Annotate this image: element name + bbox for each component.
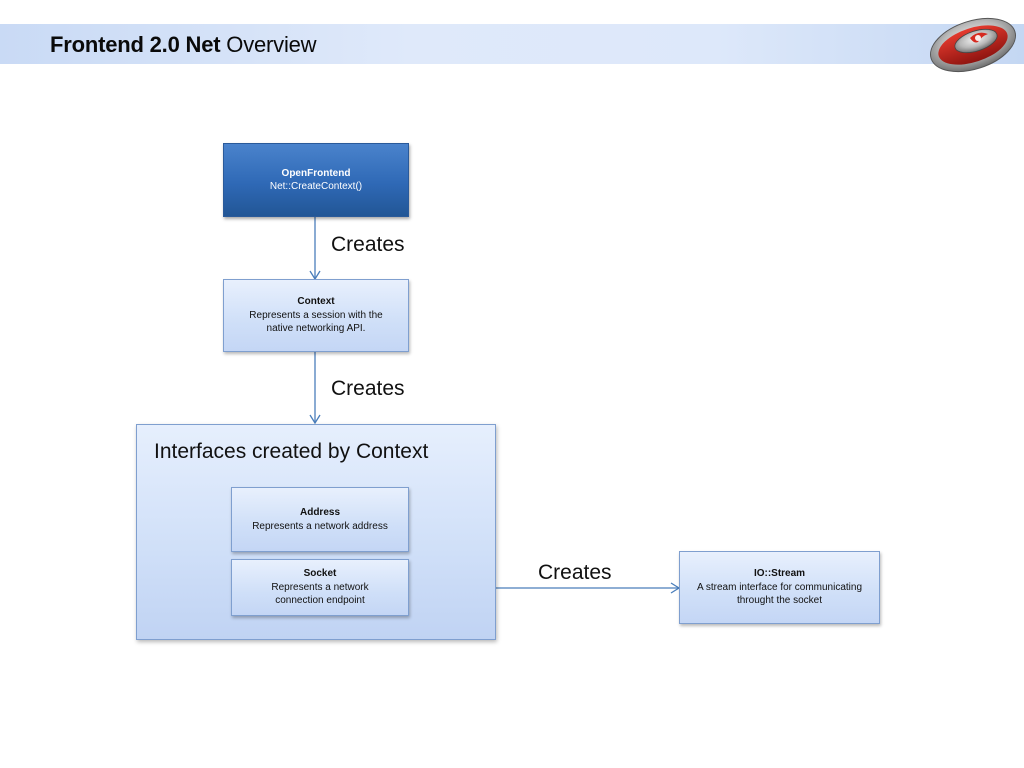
context-desc-line1: Represents a session with the <box>249 309 383 321</box>
slide-title: Frontend 2.0 Net Overview <box>50 32 317 58</box>
context-node: Context Represents a session with the na… <box>223 279 409 352</box>
slide-title-bold: Frontend 2.0 Net <box>50 32 221 57</box>
socket-desc-line1: Represents a network <box>271 581 369 593</box>
openfrontend-title: OpenFrontend <box>281 167 351 179</box>
address-node: Address Represents a network address <box>231 487 409 552</box>
iostream-desc-line1: A stream interface for communicating <box>696 581 863 593</box>
openfrontend-node: OpenFrontend Net::CreateContext() <box>223 143 409 217</box>
address-title: Address <box>299 507 340 518</box>
socket-desc-line2: connection endpoint <box>275 595 365 607</box>
logo-icon <box>930 17 1016 73</box>
iostream-desc-line2: throught the socket <box>736 595 823 607</box>
arrowhead-context-to-group <box>309 414 321 425</box>
creates-label-1: Creates <box>331 233 405 256</box>
socket-node: Socket Represents a network connection e… <box>231 559 409 616</box>
slide-title-rest: Overview <box>220 32 317 57</box>
address-desc: Represents a network address <box>252 520 388 532</box>
iostream-node: IO::Stream A stream interface for commun… <box>679 551 880 624</box>
creates-label-3: Creates <box>538 561 612 584</box>
context-desc-line2: native networking API. <box>266 323 366 335</box>
openfrontend-subtitle: Net::CreateContext() <box>269 181 363 192</box>
context-title: Context <box>297 296 335 308</box>
title-bar <box>0 24 1024 64</box>
interfaces-group-title: Interfaces created by Context <box>154 440 429 463</box>
socket-title: Socket <box>303 568 337 580</box>
creates-label-2: Creates <box>331 377 405 400</box>
iostream-title: IO::Stream <box>753 568 806 580</box>
